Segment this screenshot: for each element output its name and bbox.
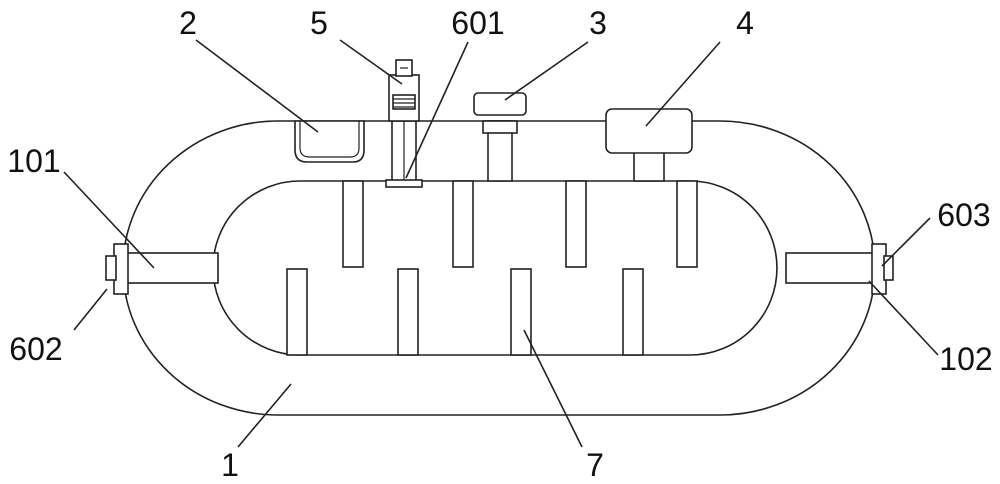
label-602: 602 [9, 331, 62, 367]
baffle [565, 180, 587, 268]
baffle [342, 180, 364, 268]
label-7: 7 [586, 447, 604, 483]
label-101: 101 [7, 143, 60, 179]
label-3: 3 [589, 5, 607, 41]
baffle [452, 180, 474, 268]
large-cap [605, 108, 693, 154]
top-valve [473, 92, 527, 182]
label-4: 4 [736, 5, 754, 41]
probe-assembly [385, 59, 423, 188]
baffles-top [342, 180, 698, 268]
left-inlet-pipe [105, 243, 219, 295]
label-1: 1 [221, 447, 239, 483]
label-601: 601 [451, 5, 504, 41]
top-tray [294, 120, 365, 163]
label-5: 5 [310, 5, 328, 41]
baffle [676, 180, 698, 268]
top-cap [605, 108, 693, 182]
baffle [286, 268, 308, 356]
label-2: 2 [179, 5, 197, 41]
label-102: 102 [939, 341, 992, 377]
right-outlet-pipe [785, 243, 894, 295]
label-603: 603 [937, 197, 990, 233]
baffle [622, 268, 644, 356]
baffle [397, 268, 419, 356]
baffle [510, 268, 532, 356]
leader-lines [63, 39, 939, 448]
valve-cap [473, 92, 527, 116]
